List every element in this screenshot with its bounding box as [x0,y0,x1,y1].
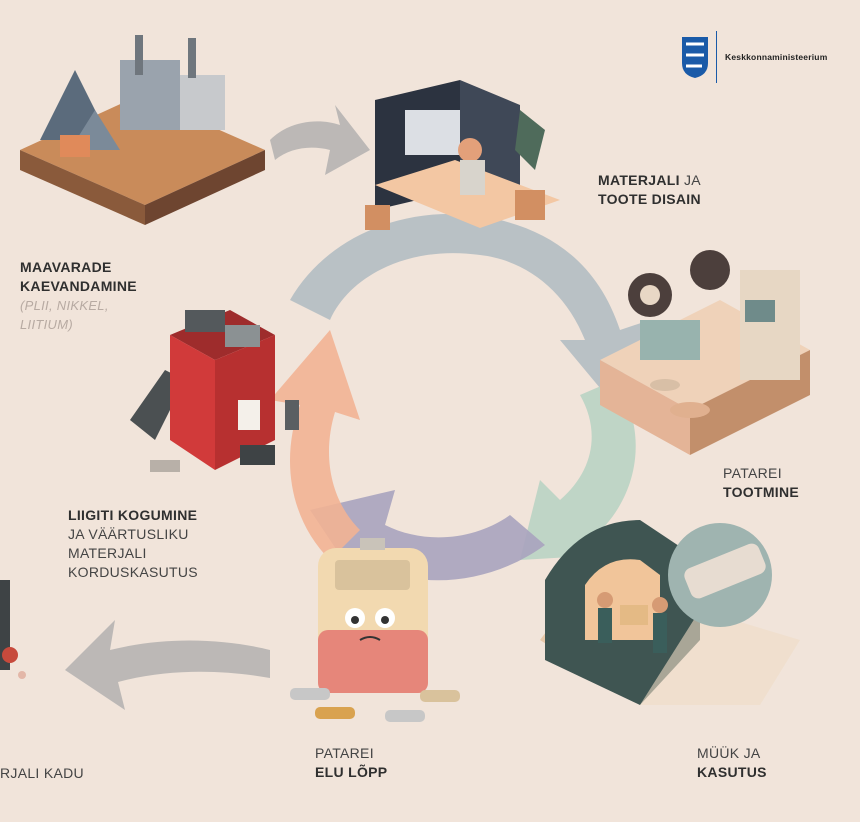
coat-of-arms-icon [682,37,708,78]
arrow-production-to-use [520,380,636,560]
design-title-rest: JA [679,172,701,188]
label-design: MATERJALI JA TOOTE DISAIN [598,171,701,209]
label-loss: RJALI KADU [0,764,84,783]
eol-title-1: PATAREI [315,745,374,761]
factory-machine-icon [600,250,810,455]
collection-title-3: MATERJALI [68,545,147,561]
design-title-bold: MATERJALI [598,172,680,188]
mining-sub-2: LIITIUM) [20,317,73,332]
mine-factory-icon [20,35,265,225]
ministry-name: Keskkonnaministeerium [725,52,828,62]
use-title-2: KASUTUS [697,764,767,780]
design-title-2: TOOTE DISAIN [598,191,701,207]
cycle-ring [270,213,650,585]
delivery-remote-icon [540,520,800,705]
recycling-bin-icon [130,310,299,472]
label-collection: LIIGITI KOGUMINE JA VÄÄRTUSLIKU MATERJAL… [68,506,198,582]
designer-desk-icon [365,80,560,230]
arrow-design-to-production [290,213,650,400]
logo-divider [716,31,717,83]
collection-title-1: LIIGITI KOGUMINE [68,507,198,523]
arrow-eol-to-loss [65,620,270,710]
label-use: MÜÜK JA KASUTUS [697,744,767,782]
mining-title-1: MAAVARADE [20,259,112,275]
arrow-mining-to-design [270,105,370,175]
production-title-1: PATAREI [723,465,782,481]
mining-sub-1: (PLII, NIKKEL, [20,298,109,313]
collection-title-4: KORDUSKASUTUS [68,564,198,580]
eol-title-2: ELU LÕPP [315,764,388,780]
ministry-logo: Keskkonnaministeerium [680,30,827,84]
production-title-2: TOOTMINE [723,484,800,500]
label-end-of-life: PATAREI ELU LÕPP [315,744,387,782]
label-mining: MAAVARADE KAEVANDAMINE (PLII, NIKKEL, LI… [20,258,137,334]
arrow-eol-to-collection [270,330,360,560]
label-production: PATAREI TOOTMINE [723,464,799,502]
collection-title-2: JA VÄÄRTUSLIKU [68,526,189,542]
mining-title-2: KAEVANDAMINE [20,278,137,294]
waste-icon [0,580,26,679]
use-title-1: MÜÜK JA [697,745,761,761]
battery-character-icon [290,538,460,722]
loss-title: RJALI KADU [0,765,84,781]
